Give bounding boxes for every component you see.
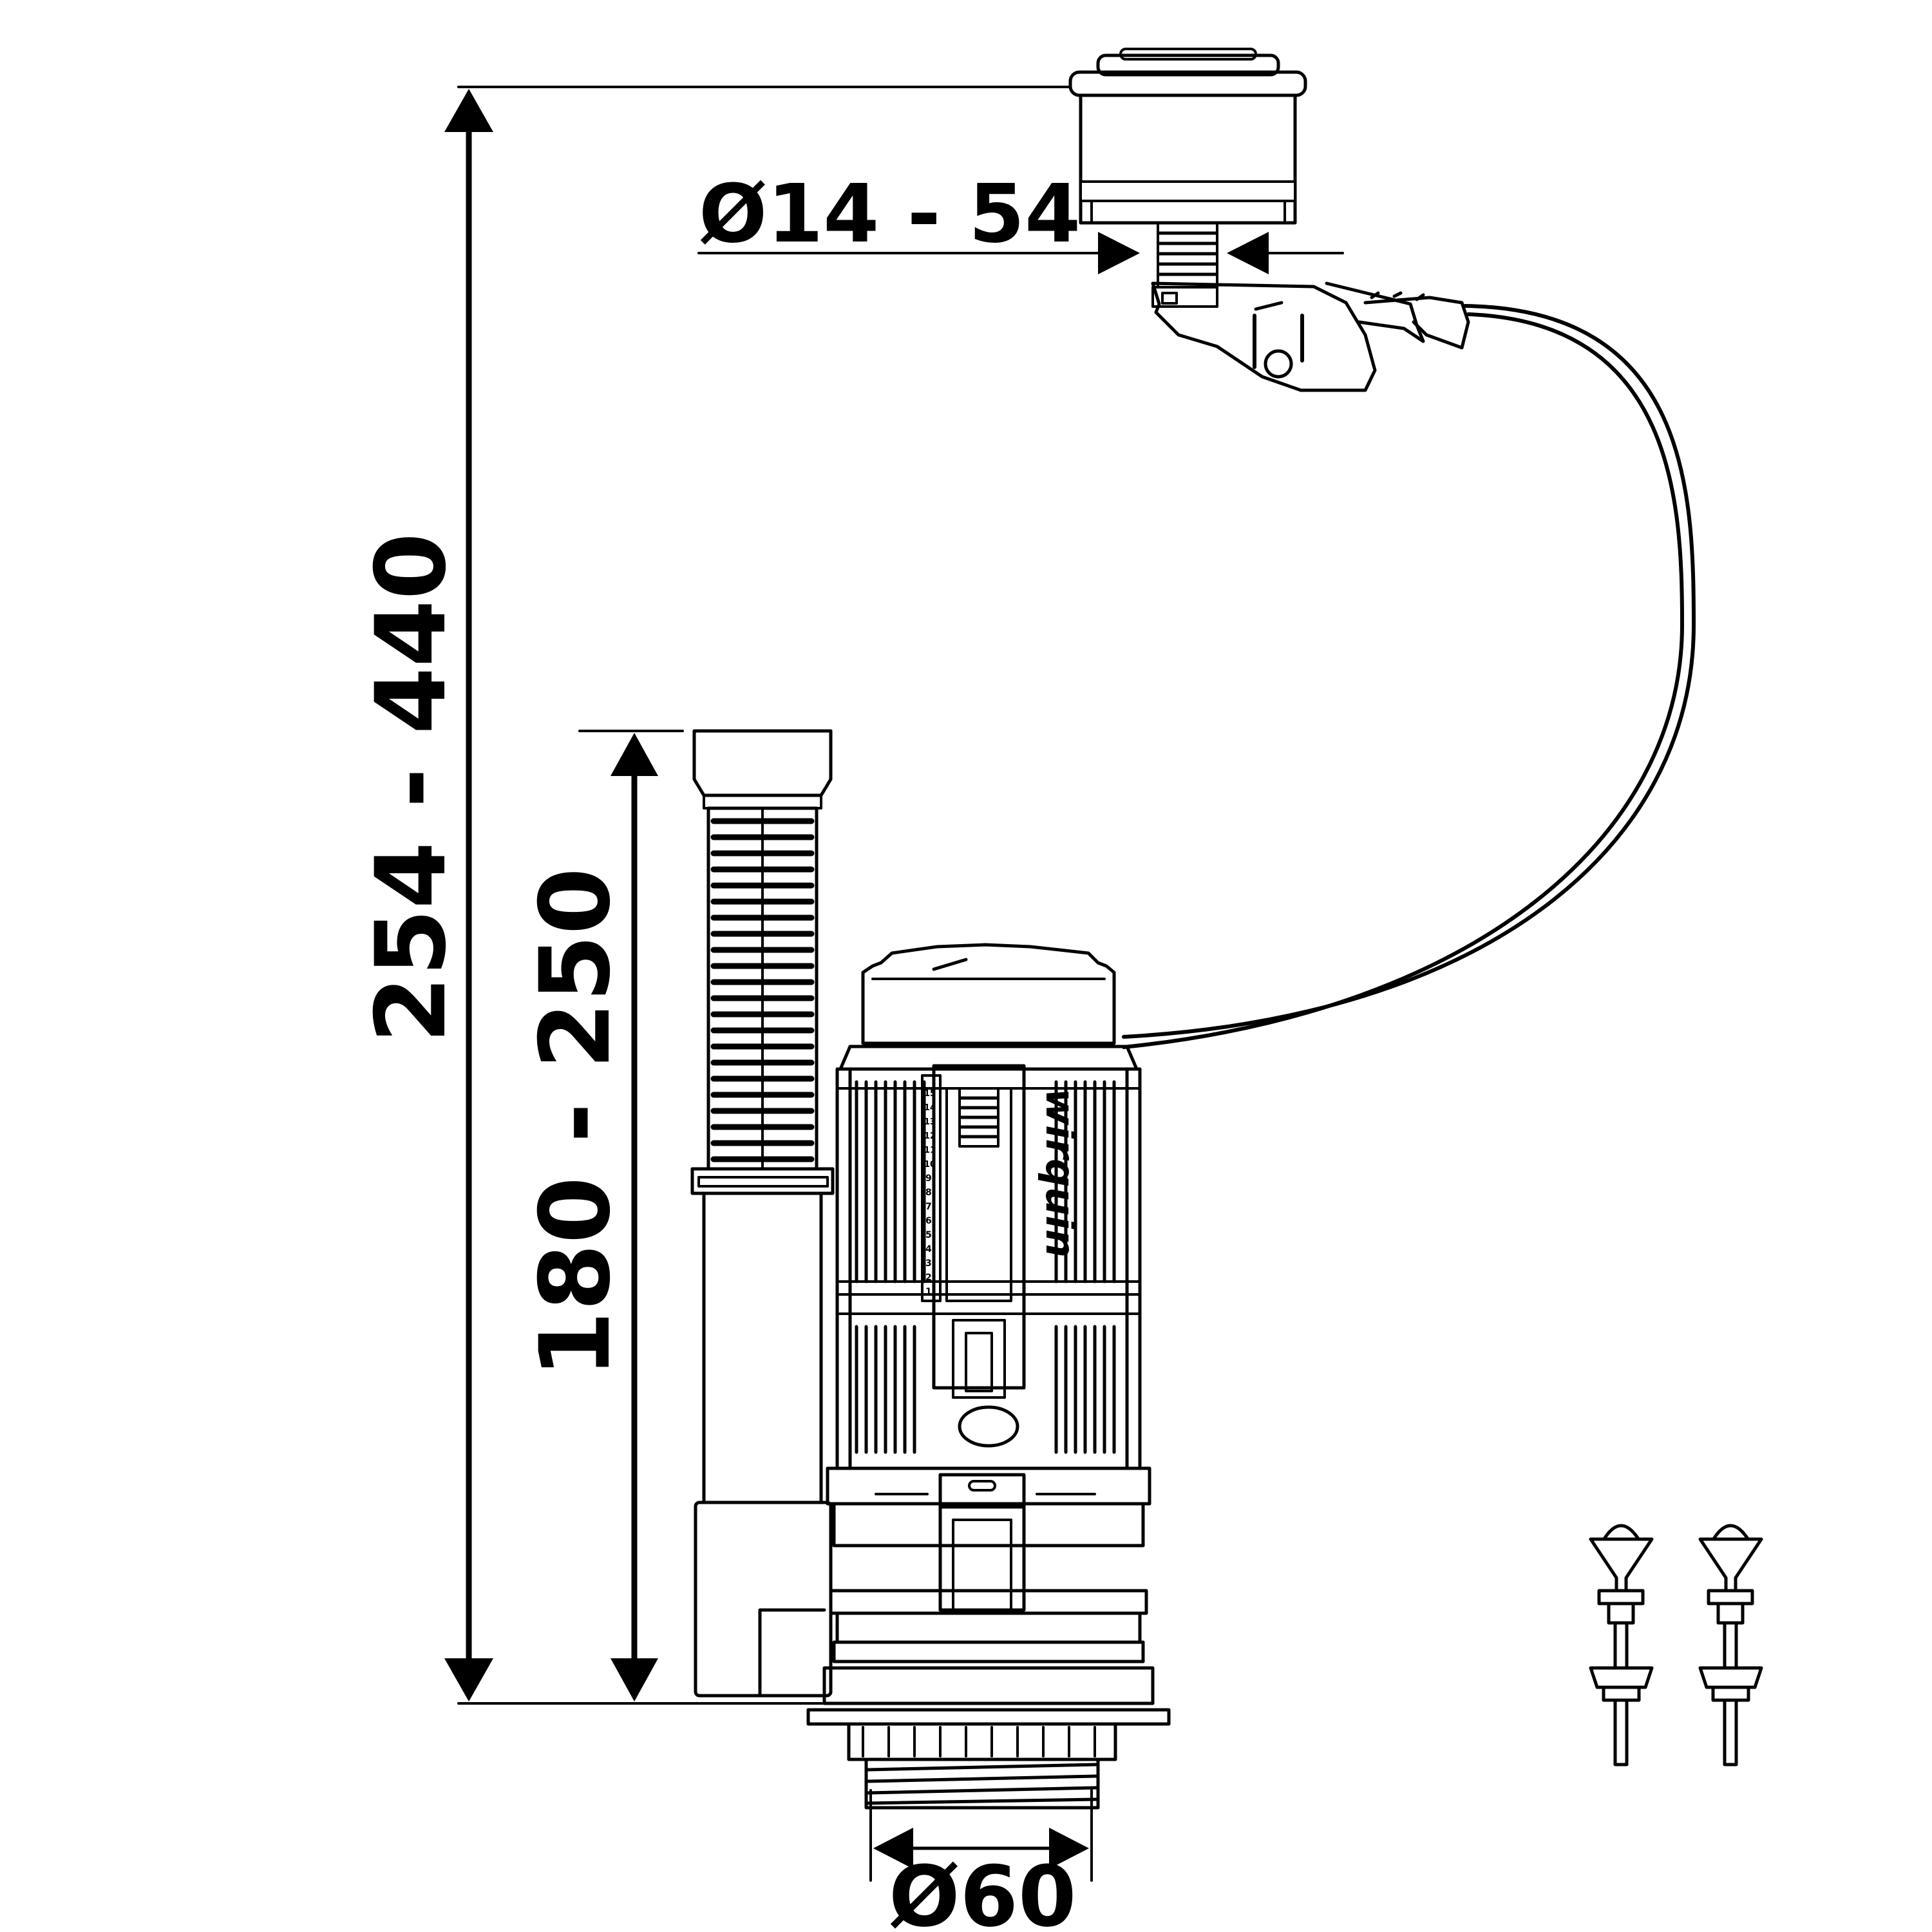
base-diameter-label: Ø60: [889, 1848, 1076, 1932]
arrow-left-icon: [873, 1828, 913, 1869]
total-height-dimension: 254 - 440: [355, 86, 1070, 1705]
arrow-left-icon: [1227, 232, 1269, 274]
overflow-pipe-icon: [690, 729, 835, 1698]
button-diameter-dimension: Ø14 - 54: [697, 167, 1344, 274]
scale-mark: 1: [925, 1287, 932, 1297]
scale-mark: 8: [925, 1188, 932, 1198]
scale-mark: 7: [925, 1202, 932, 1212]
fixing-bolt-icon: [1698, 1524, 1763, 1766]
scale-mark: 15: [924, 1089, 936, 1099]
bellows-icon: [706, 806, 819, 1171]
scale-mark: 10: [924, 1160, 936, 1170]
scale-mark: 13: [924, 1117, 936, 1127]
arrow-down-icon: [444, 1658, 493, 1701]
arrow-right-icon: [1098, 232, 1140, 274]
flush-valve-icon: 1 2 3 4 5 6 7 8 9 10 11 12 13 14 15 wirq…: [806, 943, 1171, 1810]
scale-mark: 3: [925, 1258, 932, 1269]
scale-mark: 5: [925, 1230, 932, 1240]
scale-mark: 12: [924, 1132, 936, 1141]
spring-icon: [1157, 222, 1218, 289]
scale-mark: 9: [925, 1173, 932, 1184]
brand-logo: wirquin: [1037, 1088, 1084, 1258]
scale-mark: 4: [925, 1244, 932, 1255]
button-diameter-label: Ø14 - 54: [699, 167, 1081, 261]
fixing-bolt-icon: [1589, 1524, 1654, 1766]
cable-icon: [1122, 304, 1696, 1049]
base-diameter-dimension: Ø60: [869, 1789, 1093, 1932]
arrow-up-icon: [444, 89, 493, 132]
scale-mark: 11: [924, 1146, 936, 1155]
total-height-label: 254 - 440: [355, 533, 468, 1043]
arrow-down-icon: [611, 1658, 658, 1701]
scale-mark: 14: [924, 1103, 936, 1113]
overflow-height-dimension: 180 - 250: [520, 730, 684, 1701]
lever-mechanism-icon: [1151, 281, 1470, 392]
overflow-height-label: 180 - 250: [520, 867, 632, 1378]
scale-mark: 2: [925, 1273, 932, 1283]
arrow-right-icon: [1049, 1828, 1089, 1869]
scale-strip: 1 2 3 4 5 6 7 8 9 10 11 12 13 14 15: [921, 1074, 942, 1302]
arrow-up-icon: [611, 733, 658, 776]
scale-mark: 6: [925, 1216, 932, 1226]
push-button-icon: [1068, 48, 1470, 392]
